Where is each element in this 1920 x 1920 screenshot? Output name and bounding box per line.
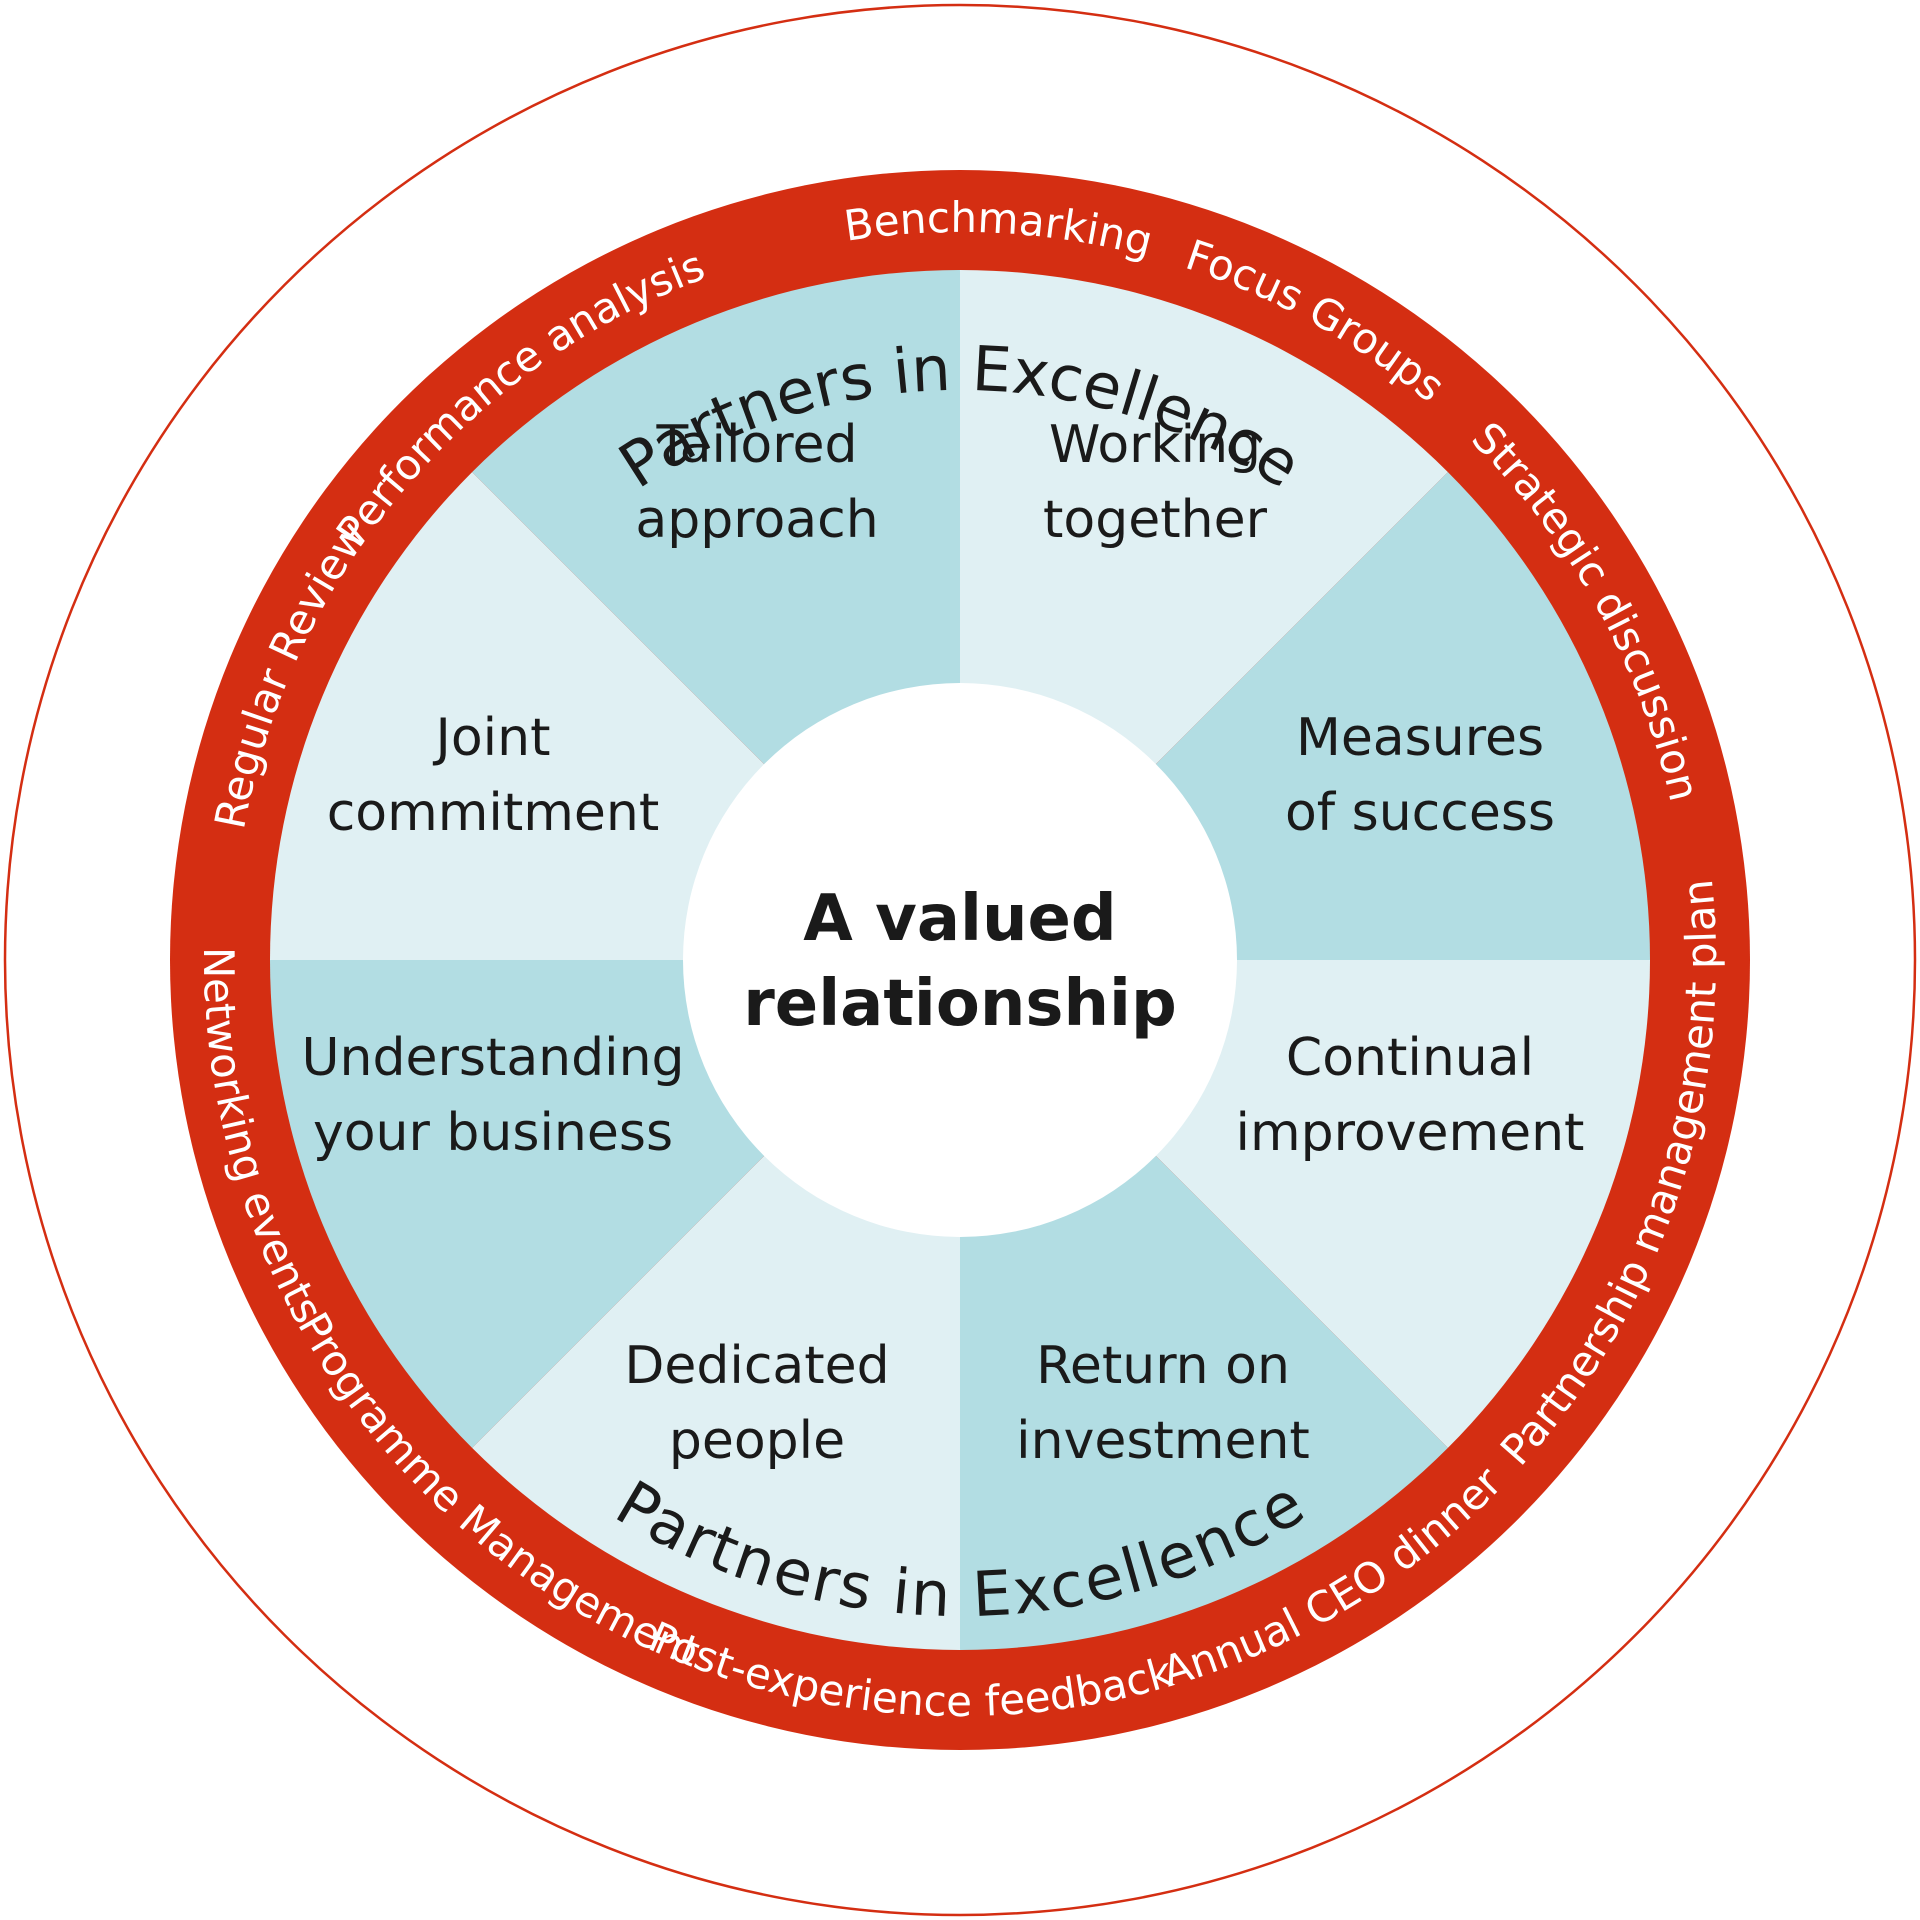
segment-label-line2: people	[669, 1411, 845, 1471]
segment-wedge	[270, 270, 960, 960]
segment-wedge	[960, 270, 1650, 960]
segment-label-line2: together	[1043, 490, 1268, 550]
segment-label-line1: Working	[1049, 415, 1261, 475]
segment-wedge	[960, 270, 1650, 960]
segment-wedge	[270, 960, 960, 1650]
segment-label-line2: of success	[1285, 783, 1555, 843]
segment-wedge	[960, 960, 1650, 1650]
segment-wedge	[270, 960, 960, 1650]
segment-label-line1: Joint	[433, 708, 551, 768]
segment-label-line2: approach	[635, 490, 878, 550]
segment-label-line1: Measures	[1296, 708, 1544, 768]
segment-wedge	[960, 960, 1650, 1650]
center-title-line2: relationship	[743, 967, 1177, 1041]
segment-label-line1: Understanding	[301, 1028, 684, 1088]
center-title-line1: A valued	[803, 882, 1116, 956]
segment-wedge	[270, 270, 960, 960]
segment-label-line2: your business	[313, 1103, 673, 1163]
segment-label-line1: Return on	[1036, 1336, 1290, 1396]
segment-label-line2: commitment	[327, 783, 660, 843]
segment-label-line1: Tailored	[656, 415, 858, 475]
segment-label-line1: Continual	[1286, 1028, 1534, 1088]
center-circle	[683, 683, 1237, 1237]
segment-label-line2: investment	[1016, 1411, 1310, 1471]
segment-label-line1: Dedicated	[624, 1336, 889, 1396]
segment-label-line2: improvement	[1236, 1103, 1585, 1163]
